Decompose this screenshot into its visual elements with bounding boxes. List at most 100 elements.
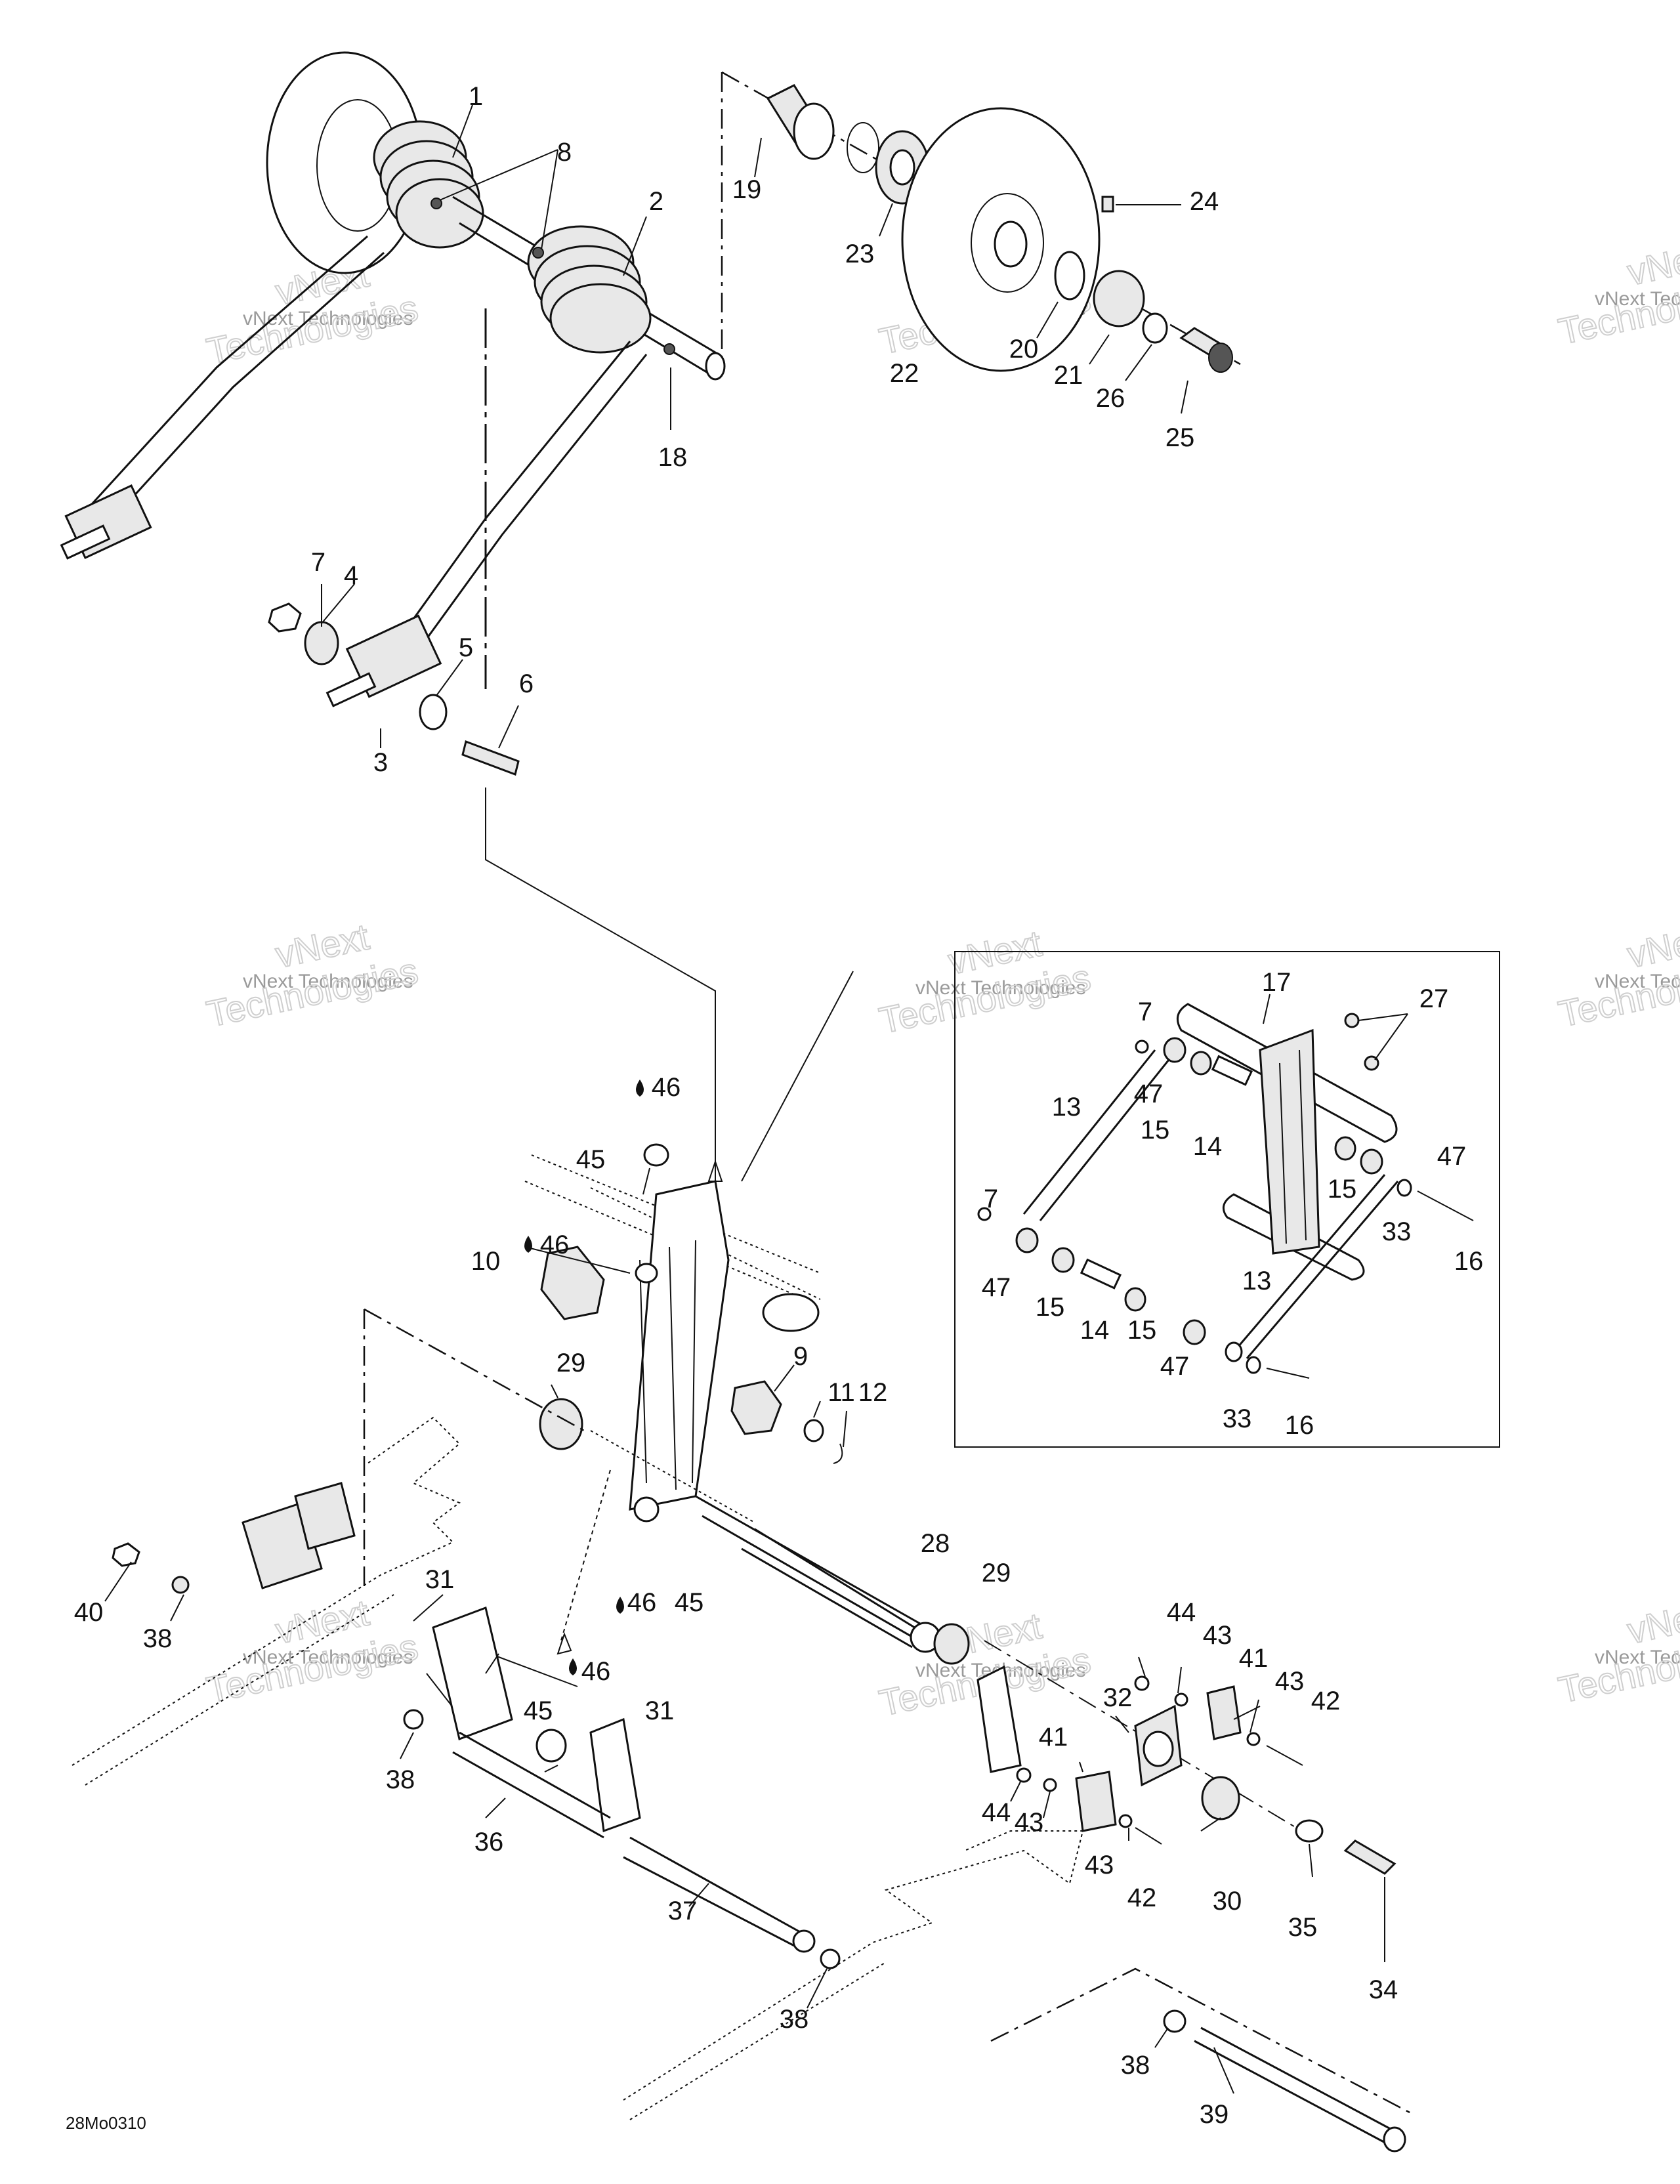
bushing-4 [304, 621, 339, 665]
callout-47b: 47 [1437, 1142, 1467, 1171]
callout-47d: 47 [1160, 1352, 1190, 1381]
outer-wheel-assembly [721, 71, 1241, 414]
callout-11: 11 [828, 1378, 855, 1407]
callout-47a: 47 [1134, 1080, 1164, 1108]
callout-38a: 38 [143, 1624, 173, 1653]
callout-2: 2 [649, 187, 663, 216]
callout-10: 10 [471, 1247, 501, 1276]
callout-29a: 29 [556, 1349, 586, 1377]
callout-34: 34 [1369, 1975, 1398, 2004]
callout-45a: 45 [576, 1145, 606, 1174]
callout-27: 27 [1419, 984, 1449, 1013]
watermark-text: vNext Technologies [243, 971, 413, 992]
rod-13b [1232, 1174, 1399, 1359]
callout-3: 3 [373, 748, 388, 777]
tube-36 [452, 1731, 611, 1839]
bolt-34 [1343, 1839, 1396, 1875]
bolt-42a [1266, 1745, 1303, 1766]
callout-15a: 15 [1141, 1116, 1170, 1144]
callout-28: 28 [921, 1529, 950, 1558]
inset-frame [954, 951, 1500, 1448]
bushing-29b [933, 1623, 970, 1665]
tube-37 [623, 1836, 808, 1950]
oil-drop-icon [524, 1080, 644, 1675]
callout-32: 32 [1103, 1683, 1133, 1712]
callout-43a: 43 [1203, 1621, 1232, 1650]
watermark-outline-top: vNext [1624, 915, 1680, 975]
washer-44a [1134, 1675, 1150, 1691]
callout-33b: 33 [1223, 1404, 1252, 1433]
callout-43d: 43 [1085, 1851, 1114, 1880]
callout-30: 30 [1213, 1887, 1242, 1916]
bushing-29a [539, 1398, 583, 1450]
callout-47c: 47 [982, 1273, 1011, 1302]
callout-20: 20 [1009, 335, 1039, 364]
watermark-text: vNext Technologies [1595, 1647, 1680, 1668]
washer-38c [820, 1948, 841, 1969]
watermark-text: vNext Technologies [1595, 971, 1680, 992]
callout-43c: 43 [1015, 1808, 1044, 1837]
cap-24 [1101, 196, 1114, 213]
callout-17: 17 [1262, 968, 1292, 997]
callout-5: 5 [459, 633, 473, 662]
callout-41a: 41 [1239, 1644, 1269, 1673]
bolt-42b [1135, 1827, 1162, 1845]
callout-14b: 14 [1080, 1316, 1110, 1345]
callout-7a: 7 [311, 548, 326, 577]
rod-13a [1022, 1049, 1173, 1221]
clip-12 [833, 1443, 843, 1464]
callout-38c: 38 [780, 2005, 809, 2034]
bracket-31 [432, 1606, 513, 1741]
washer-38a [171, 1576, 190, 1594]
callout-40: 40 [74, 1598, 104, 1627]
callout-45b: 45 [675, 1588, 704, 1617]
callout-31b: 31 [645, 1696, 675, 1725]
callout-23: 23 [845, 240, 875, 268]
callout-46b: 46 [540, 1230, 570, 1259]
watermark-text: vNext Technologies [915, 977, 1086, 999]
left-frame-rail [72, 1308, 841, 2009]
washer-35 [1295, 1819, 1324, 1843]
callout-8: 8 [557, 138, 572, 167]
watermark-outline-top: vNext [1624, 1591, 1680, 1651]
diagram-code: 28Mo0310 [66, 2113, 146, 2133]
callout-46c: 46 [627, 1588, 657, 1617]
circlip [847, 122, 879, 173]
callout-42a: 42 [1311, 1687, 1341, 1715]
callout-33a: 33 [1382, 1217, 1412, 1246]
spring-arm-right [392, 341, 648, 662]
watermark-text: vNext Technologies [243, 308, 413, 329]
callout-29b: 29 [982, 1559, 1011, 1587]
bushing-30 [1201, 1776, 1240, 1820]
pin-18 [663, 343, 675, 355]
callout-7b: 7 [1138, 998, 1152, 1026]
grease-fitting-45b [633, 1496, 660, 1522]
washer-5 [419, 694, 448, 730]
callout-9: 9 [793, 1342, 808, 1371]
axle-end [705, 352, 726, 381]
washer-11 [803, 1419, 824, 1442]
spring-arm-left [77, 235, 385, 536]
callout-46d: 46 [581, 1657, 611, 1686]
callout-39: 39 [1200, 2100, 1229, 2129]
spring-2 [527, 225, 652, 354]
callout-31a: 31 [425, 1565, 455, 1594]
callout-1: 1 [469, 82, 483, 111]
pin-8b [532, 247, 544, 259]
callout-16a: 16 [1454, 1247, 1484, 1276]
callout-22: 22 [890, 359, 919, 388]
callout-36: 36 [474, 1828, 504, 1857]
callout-37: 37 [668, 1897, 698, 1925]
right-frame-rail [623, 1623, 1412, 2152]
callout-16b: 16 [1285, 1411, 1314, 1440]
nut-21 [1093, 270, 1145, 327]
callout-19: 19 [732, 175, 762, 204]
callout-13a: 13 [1052, 1093, 1082, 1122]
callout-46a: 46 [652, 1073, 681, 1102]
bolt-6 [461, 740, 520, 776]
bracket-right [976, 1665, 1022, 1773]
callout-7c: 7 [984, 1185, 998, 1213]
callout-38d: 38 [1121, 2051, 1150, 2080]
callout-41b: 41 [1039, 1723, 1068, 1752]
